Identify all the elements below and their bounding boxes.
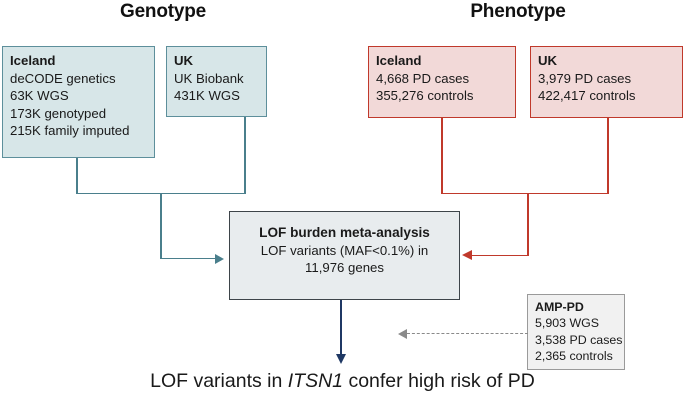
amp-pd-line-1: 5,903 WGS <box>535 316 600 331</box>
connector-meta-to-conclusion-vertical <box>340 300 342 356</box>
meta-analysis-box: LOF burden meta-analysis LOF variants (M… <box>229 211 460 300</box>
meta-analysis-header: LOF burden meta-analysis <box>259 225 430 240</box>
amp-pd-header: AMP-PD <box>535 300 584 314</box>
genotype-iceland-line-3: 173K genotyped <box>10 105 107 121</box>
conclusion-prefix: LOF variants in <box>150 370 288 392</box>
amp-pd-line-3: 2,365 controls <box>535 349 613 364</box>
arrow-conclusion-icon <box>335 354 346 364</box>
genotype-iceland-line-1: deCODE genetics <box>10 70 116 86</box>
phenotype-iceland-line-1: 4,668 PD cases <box>376 70 470 86</box>
arrow-genotype-to-meta-icon <box>215 253 224 264</box>
conclusion-caption: LOF variants in ITSN1 confer high risk o… <box>0 370 685 393</box>
genotype-column-title: Genotype <box>119 1 207 22</box>
connector-genotype-merge-vertical <box>160 192 162 259</box>
connector-genotype-to-meta-horizontal <box>160 257 216 260</box>
phenotype-iceland-header: Iceland <box>376 53 422 68</box>
phenotype-uk-line-1: 3,979 PD cases <box>538 70 632 86</box>
genotype-uk-box: UK UK Biobank 431K WGS <box>166 46 267 117</box>
connector-phenotype-merge-vertical <box>527 192 529 256</box>
phenotype-iceland-line-2: 355,276 controls <box>376 88 474 103</box>
connector-genotype-uk-vertical <box>244 117 246 194</box>
meta-analysis-line-1: LOF variants (MAF<0.1%) in <box>260 242 429 258</box>
genotype-uk-line-1: UK Biobank <box>174 70 244 86</box>
genotype-iceland-line-2: 63K WGS <box>10 88 69 103</box>
phenotype-uk-header: UK <box>538 53 558 68</box>
conclusion-suffix: confer high risk of PD <box>343 370 535 392</box>
arrow-amp-pd-icon <box>398 328 407 339</box>
amp-pd-box: AMP-PD 5,903 WGS 3,538 PD cases 2,365 co… <box>527 294 625 370</box>
connector-phenotype-horizontal <box>441 192 609 195</box>
phenotype-uk-box: UK 3,979 PD cases 422,417 controls <box>530 46 683 118</box>
genotype-uk-header: UK <box>174 53 194 68</box>
connector-phenotype-uk-vertical <box>607 118 609 194</box>
genotype-iceland-line-4: 215K family imputed <box>10 123 130 138</box>
genotype-iceland-header: Iceland <box>10 53 56 68</box>
phenotype-column-title: Phenotype <box>470 1 566 22</box>
meta-analysis-line-2: 11,976 genes <box>305 260 384 275</box>
connector-genotype-iceland-vertical <box>76 158 78 194</box>
arrow-phenotype-to-meta-icon <box>462 250 472 260</box>
amp-pd-line-2: 3,538 PD cases <box>535 332 623 347</box>
conclusion-gene-name: ITSN1 <box>287 370 344 392</box>
genotype-uk-line-2: 431K WGS <box>174 88 240 103</box>
connector-phenotype-to-meta-horizontal <box>472 254 528 257</box>
phenotype-uk-line-2: 422,417 controls <box>538 88 636 103</box>
phenotype-iceland-box: Iceland 4,668 PD cases 355,276 controls <box>368 46 516 118</box>
connector-phenotype-iceland-vertical <box>441 118 443 194</box>
connector-amp-pd-dashed <box>407 333 528 334</box>
genotype-iceland-box: Iceland deCODE genetics 63K WGS 173K gen… <box>2 46 155 158</box>
